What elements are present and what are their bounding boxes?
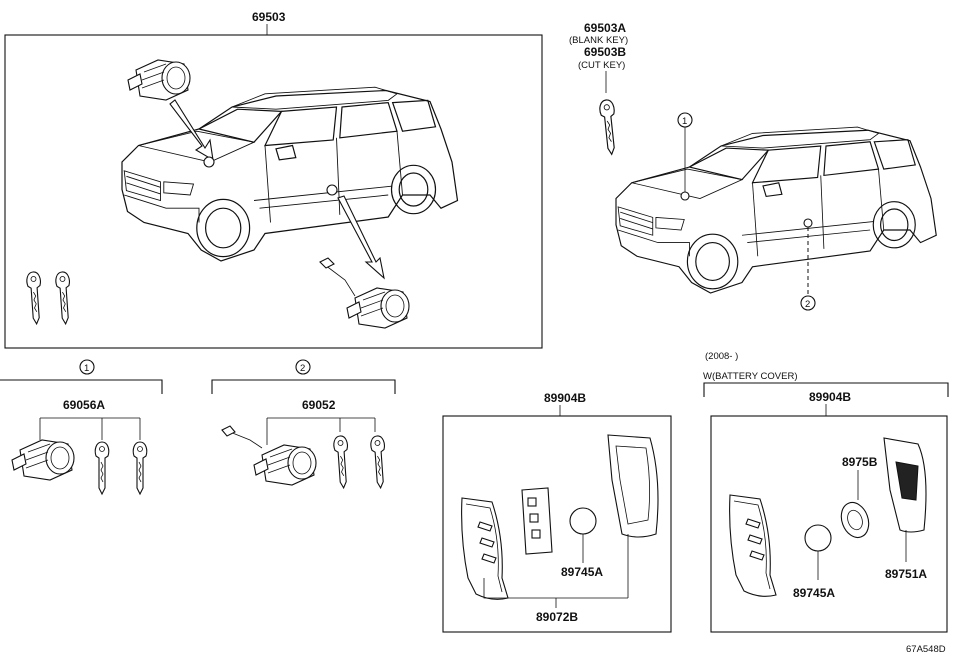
part-number-69056A: 69056A — [63, 398, 105, 412]
part-number-69503: 69503 — [252, 10, 286, 24]
assembly-box-89904B-left — [442, 415, 672, 633]
assembly-box-69503 — [4, 34, 543, 349]
callout-2-label: 2 — [300, 363, 305, 374]
part-number-89904B-right: 89904B — [809, 390, 851, 404]
smart-key-89904B-left: 89904B 89745A 89072B — [442, 391, 672, 633]
part-number-89745A-right: 89745A — [793, 586, 835, 600]
door-cylinder-69052 — [253, 444, 317, 486]
part-number-89745A-left: 89745A — [561, 565, 603, 579]
part-number-89072B: 89072B — [536, 610, 578, 624]
assembly-69503: 69503 — [4, 10, 543, 349]
callout-1-label: 1 — [84, 363, 89, 374]
part-number-8975B: 8975B — [842, 455, 878, 469]
battery-cell-right — [804, 524, 832, 552]
smart-key-89904B-right: (2008- ) W(BATTERY COVER) 89904B 89745A … — [703, 351, 949, 633]
part-number-69503B: 69503B — [584, 45, 626, 59]
ignition-lock-cylinder — [127, 59, 191, 101]
drawing-id: 67A548D — [906, 644, 946, 655]
group-69056A: 1 69056A — [0, 359, 163, 495]
part-number-69503A: 69503A — [584, 21, 626, 35]
part-number-89904B-left: 89904B — [544, 391, 586, 405]
blank-key-note: (BLANK KEY) — [569, 35, 628, 46]
battery-cell-left — [569, 507, 597, 535]
vehicle-illustration-right — [615, 126, 937, 294]
key-pair-left — [25, 270, 73, 325]
svg-text:1: 1 — [682, 116, 687, 127]
ignition-cylinder-69056A — [11, 439, 75, 481]
group-69052: 2 69052 — [211, 359, 396, 489]
date-range-note: (2008- ) — [705, 351, 738, 362]
vehicle-illustration-left — [121, 86, 459, 262]
callout-marker-2-top: 2 — [800, 218, 816, 311]
battery-cover-note: W(BATTERY COVER) — [703, 371, 797, 382]
part-number-69052: 69052 — [302, 398, 336, 412]
callout-marker-1-top: 1 — [677, 112, 693, 201]
key-69503A-69503B: 69503A (BLANK KEY) 69503B (CUT KEY) — [569, 21, 628, 156]
part-number-89751A: 89751A — [885, 567, 927, 581]
assembly-box-89904B-right — [710, 415, 948, 633]
cut-key-note: (CUT KEY) — [578, 60, 625, 71]
door-lock-cylinder — [346, 287, 410, 329]
svg-text:2: 2 — [805, 299, 810, 310]
